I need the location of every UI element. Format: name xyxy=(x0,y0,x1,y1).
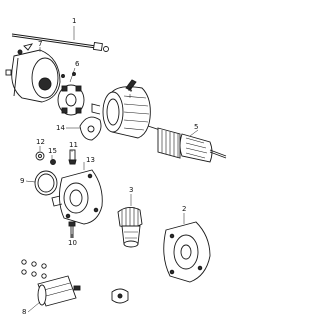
part-7-rear-end-cover[interactable] xyxy=(11,43,61,103)
callout-11: 11 xyxy=(69,141,78,149)
callout-14: 14 xyxy=(56,124,65,132)
diagram-canvas: 1 2 3 4 5 6 7 8 9 10 11 12 13 14 15 xyxy=(5,17,227,316)
part-9-o-ring[interactable] xyxy=(34,170,58,196)
part-8-solenoid-switch[interactable] xyxy=(21,259,81,307)
callout-7: 7 xyxy=(38,40,42,48)
callout-1: 1 xyxy=(72,17,76,25)
part-6-brush-holder[interactable] xyxy=(57,72,85,116)
part-5-armature[interactable] xyxy=(147,125,227,163)
callout-8: 8 xyxy=(22,308,26,316)
part-11-bolt[interactable] xyxy=(68,149,77,165)
part-7-small-screw[interactable] xyxy=(5,69,12,76)
part-3-pinion-clutch[interactable] xyxy=(117,207,143,248)
part-15-washer[interactable] xyxy=(50,159,56,165)
starter-motor-exploded-diagram: 1 2 3 4 5 6 7 8 9 10 11 12 13 14 15 xyxy=(5,17,227,316)
leader-lines xyxy=(25,26,199,313)
callout-labels: 1 2 3 4 5 6 7 8 9 10 11 12 13 14 15 xyxy=(20,17,198,316)
callout-6: 6 xyxy=(75,60,80,68)
part-2-gear-housing[interactable] xyxy=(163,221,211,283)
callout-13: 13 xyxy=(86,156,95,164)
callout-15: 15 xyxy=(48,147,57,155)
part-12-ring[interactable] xyxy=(35,151,45,161)
callout-10: 10 xyxy=(68,239,77,247)
part-4-yoke-assembly[interactable] xyxy=(91,79,151,139)
callout-4: 4 xyxy=(128,86,133,94)
part-14-brush-plate[interactable] xyxy=(79,116,102,141)
callout-5: 5 xyxy=(194,123,198,131)
callout-3: 3 xyxy=(129,186,133,194)
small-bracket[interactable] xyxy=(111,288,129,304)
part-1-through-bolt[interactable] xyxy=(11,33,109,52)
callout-9: 9 xyxy=(20,177,24,185)
part-13-front-housing[interactable] xyxy=(51,169,103,225)
callout-12: 12 xyxy=(36,138,45,146)
part-10-bolt[interactable] xyxy=(68,221,76,238)
callout-2: 2 xyxy=(182,205,186,213)
